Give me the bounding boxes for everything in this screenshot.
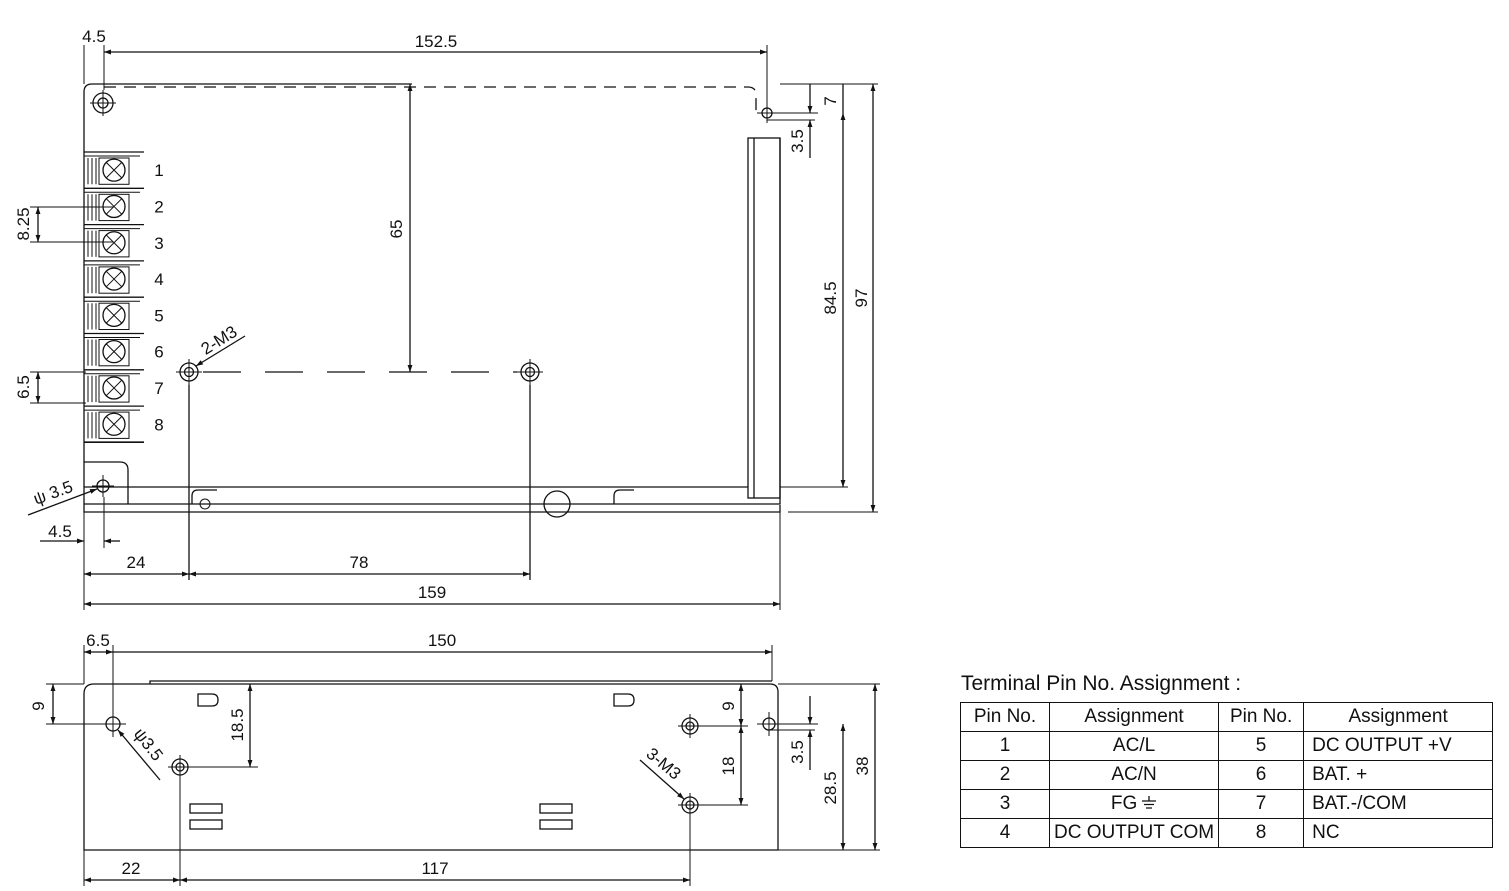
terminal-screw-cross [106, 343, 122, 360]
dim-phi-3-5-side: ψ3.5 [130, 725, 167, 765]
terminal-housing [98, 339, 130, 367]
pin-cell: 8 [1218, 818, 1305, 848]
terminal-screw-cross [106, 234, 122, 251]
fg-label: FG [1110, 793, 1138, 814]
assignment-cell: BAT. + [1303, 760, 1494, 790]
dim-3-5-right: 3.5 [788, 129, 807, 153]
dim-22: 22 [122, 859, 141, 878]
dim-65: 65 [387, 220, 406, 239]
pin-cell: 7 [1218, 789, 1305, 819]
header-assignment-1: Assignment [1048, 702, 1220, 732]
pin-cell: 5 [1218, 731, 1305, 761]
dim-9-right: 9 [719, 701, 738, 710]
dim-3-5-side: 3.5 [788, 740, 807, 764]
dim-24: 24 [127, 553, 146, 572]
table-row: 1 AC/L 5 DC OUTPUT +V [960, 731, 1494, 761]
header-pin-no-1: Pin No. [960, 702, 1050, 732]
terminal-screw-cross [106, 162, 122, 179]
terminal-housing [98, 157, 130, 185]
terminal-number: 1 [154, 161, 163, 180]
terminal-screw-cross [106, 198, 122, 215]
terminal-screw-cross [106, 380, 122, 396]
terminal-screw-cross [106, 307, 122, 324]
terminal-screw-icon [102, 267, 126, 291]
terminal-housing [98, 230, 130, 258]
ground-icon [1142, 796, 1157, 809]
terminal-housing [98, 302, 130, 331]
terminal-screw-icon [102, 231, 126, 255]
assignment-cell: AC/L [1048, 731, 1220, 761]
assignment-cell: BAT.-/COM [1303, 789, 1494, 819]
header-assignment-2: Assignment [1303, 702, 1494, 732]
terminal-screw-icon [102, 339, 126, 364]
table-row: 3 FG 7 BAT.-/COM [960, 789, 1494, 819]
terminal-number: 5 [154, 306, 163, 325]
terminal-block: 1 2 3 4 5 6 7 8 [84, 151, 164, 444]
terminal-housing [98, 375, 130, 403]
terminal-screw-icon [102, 412, 126, 436]
assignment-cell: AC/N [1048, 760, 1220, 790]
terminal-number: 4 [154, 270, 163, 289]
terminal-housing [98, 266, 130, 294]
terminal-screw-cross [106, 271, 122, 287]
assignment-cell-fg: FG [1048, 789, 1220, 819]
header-pin-no-2: Pin No. [1218, 702, 1305, 732]
dim-phi-3-5-top: ψ 3.5 [31, 477, 76, 509]
terminal-number: 7 [154, 379, 163, 398]
side-view: 6.5 150 9 18.5 ψ3.5 9 18 3-M3 3.5 28.5 [29, 631, 880, 886]
pin-cell: 6 [1218, 760, 1305, 790]
assignment-cell: DC OUTPUT COM [1048, 818, 1220, 848]
top-side-rail [747, 137, 781, 499]
terminal-number: 3 [154, 234, 163, 253]
dim-3-m3: 3-M3 [643, 744, 685, 783]
dim-7: 7 [821, 96, 840, 105]
terminal-screw-icon [102, 376, 126, 400]
dim-150: 150 [428, 631, 456, 650]
dim-84-5: 84.5 [821, 281, 840, 314]
table-row: 4 DC OUTPUT COM 8 NC [960, 818, 1494, 848]
pin-cell: 1 [960, 731, 1050, 761]
terminal-screw-icon [102, 194, 126, 219]
dim-18-5: 18.5 [228, 708, 247, 741]
dim-6-5-side: 6.5 [86, 631, 110, 650]
pin-cell: 3 [960, 789, 1050, 819]
terminal-screw-icon [102, 303, 126, 328]
terminal-screw-cross [106, 416, 122, 433]
dim-38: 38 [853, 757, 872, 776]
pin-cell: 2 [960, 760, 1050, 790]
dim-8-25: 8.25 [14, 207, 33, 240]
dim-78: 78 [350, 553, 369, 572]
dim-2-m3: 2-M3 [198, 322, 241, 359]
dim-28-5: 28.5 [821, 771, 840, 804]
dim-6-5-left: 6.5 [14, 375, 33, 399]
assignment-cell: DC OUTPUT +V [1303, 731, 1494, 761]
table-row: 2 AC/N 6 BAT. + [960, 760, 1494, 790]
pin-table-title: Terminal Pin No. Assignment : [961, 672, 1242, 695]
table-header-row: Pin No. Assignment Pin No. Assignment [960, 702, 1494, 732]
dim-9-left: 9 [29, 701, 48, 710]
pin-cell: 4 [960, 818, 1050, 848]
terminal-screw-icon [102, 158, 126, 182]
terminal-number: 8 [154, 415, 163, 434]
dim-18: 18 [719, 757, 738, 776]
pin-assignment-table: Pin No. Assignment Pin No. Assignment 1 … [960, 702, 1494, 848]
dim-4-5-top: 4.5 [82, 27, 106, 46]
terminal-number: 2 [154, 197, 163, 216]
dim-117: 117 [421, 859, 448, 878]
assignment-cell: NC [1303, 818, 1494, 848]
top-case-dashed-edge [104, 86, 757, 114]
terminal-housing [98, 411, 130, 439]
dim-152-5: 152.5 [415, 32, 458, 51]
dim-97: 97 [852, 289, 871, 308]
dim-159: 159 [418, 583, 446, 602]
dim-4-5-bottom: 4.5 [48, 522, 72, 541]
terminal-number: 6 [154, 343, 163, 362]
